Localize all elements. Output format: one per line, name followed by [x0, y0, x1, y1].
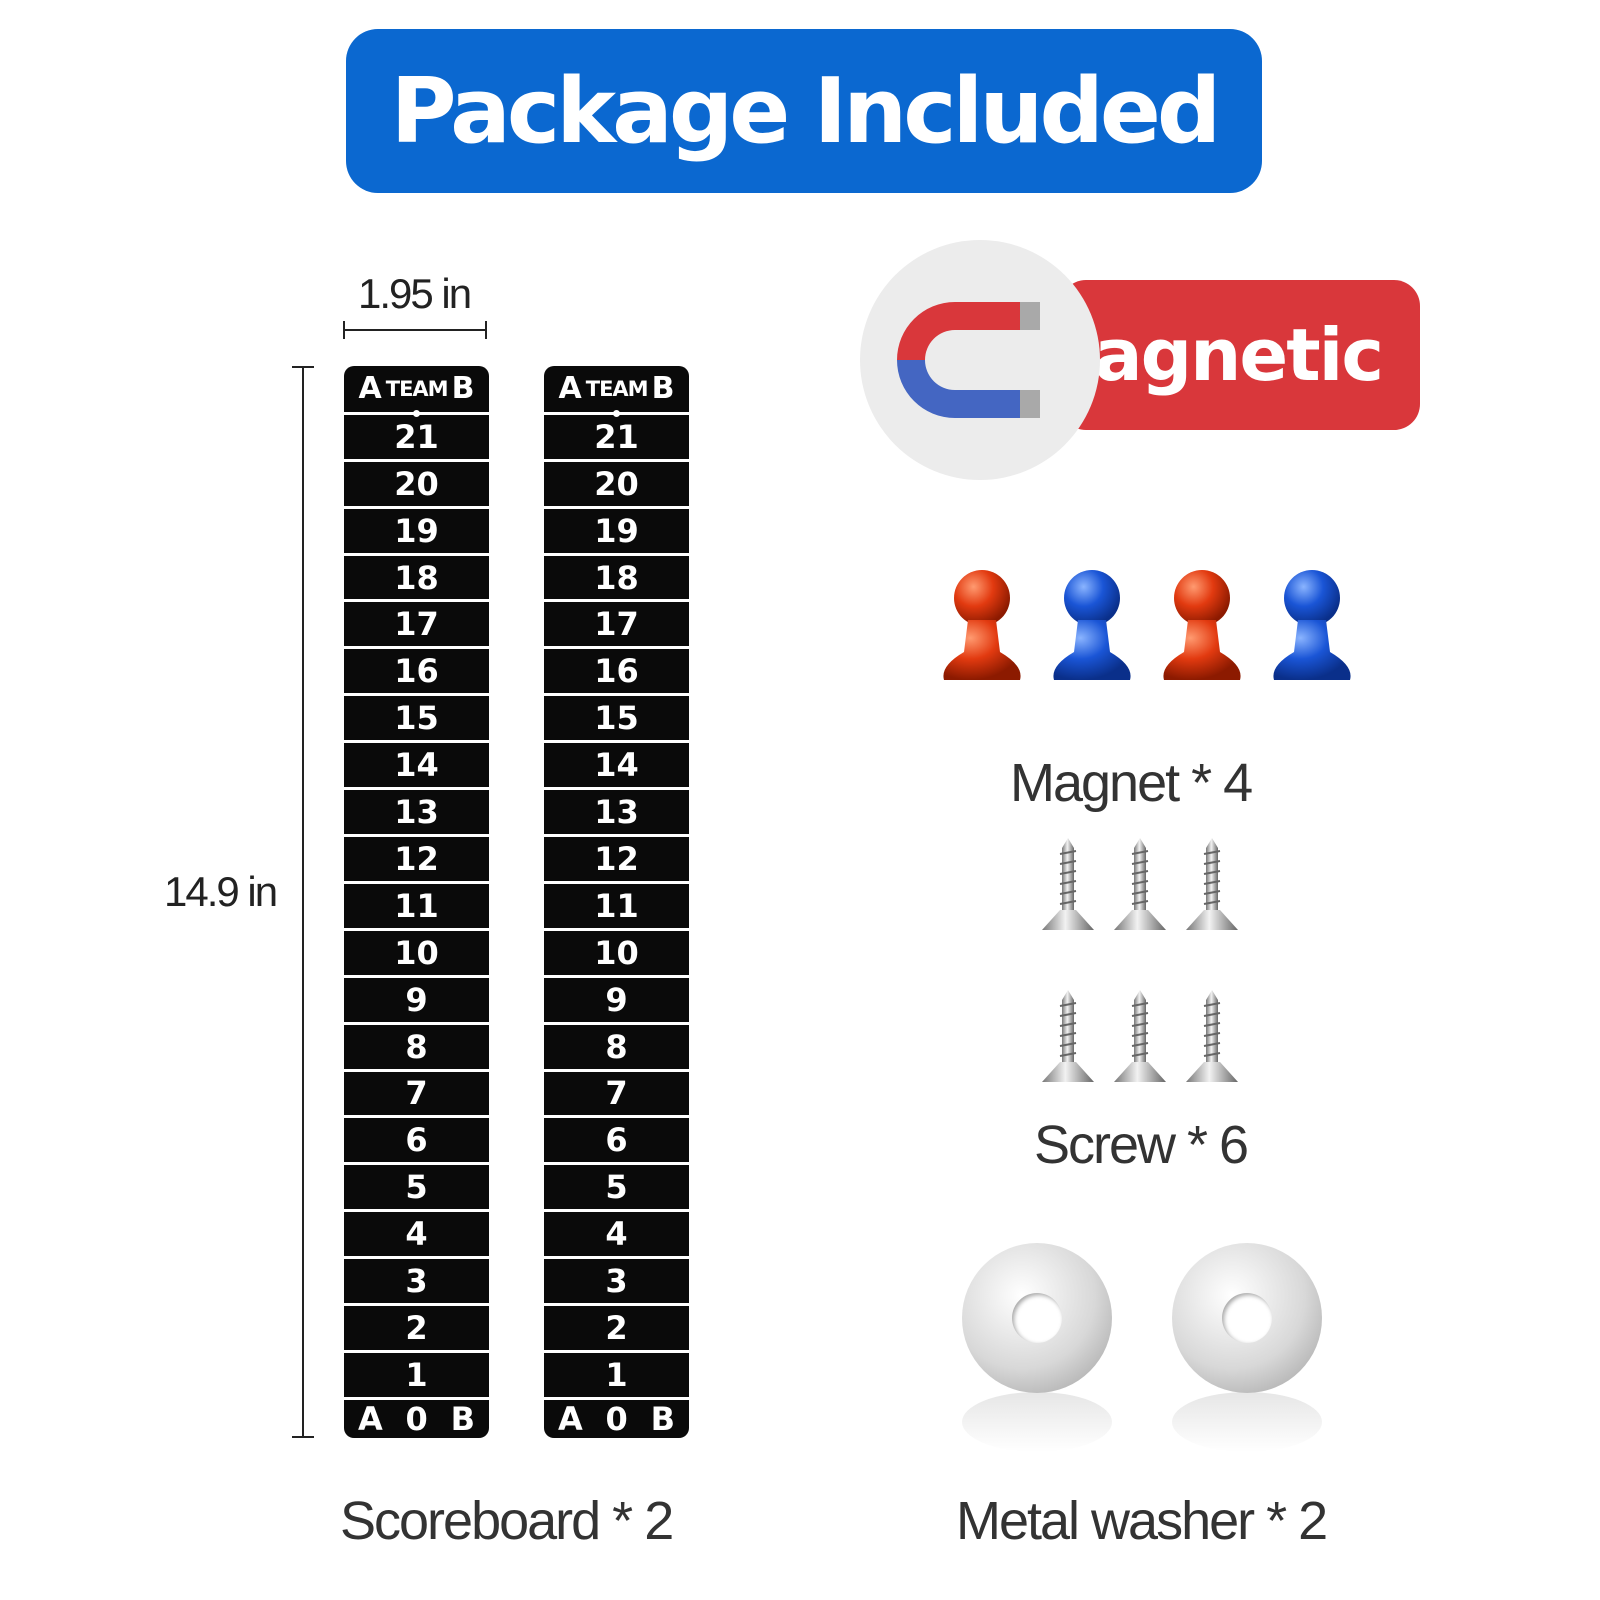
score-row: 1 — [544, 1353, 689, 1400]
footer-zero: 0 — [605, 1399, 628, 1438]
screw-icons-row-2 — [1042, 990, 1238, 1082]
score-row: 8 — [344, 1025, 489, 1072]
magnet-icon-circle — [860, 240, 1100, 480]
screw-icons-row-1 — [1042, 838, 1238, 930]
score-row: 10 — [344, 931, 489, 978]
score-row: 16 — [344, 649, 489, 697]
score-row: 20 — [344, 462, 489, 509]
header-dot — [613, 409, 620, 417]
score-row: 16 — [544, 649, 689, 697]
width-dimension-tick-left — [343, 321, 345, 339]
height-dimension-label: 14.9 in — [164, 868, 278, 915]
score-row: 10 — [544, 931, 689, 978]
magnetic-badge: Magnetic — [1024, 280, 1420, 430]
package-included-banner: Package Included — [346, 29, 1262, 193]
score-row: 20 — [544, 462, 689, 509]
metal-washer-1 — [962, 1243, 1112, 1393]
score-row: 9 — [344, 978, 489, 1025]
width-dimension-label: 1.95 in — [358, 270, 472, 317]
header-team-label: TEAM — [385, 376, 449, 401]
footer-team-b: B — [450, 1399, 475, 1438]
score-row: 9 — [544, 978, 689, 1025]
score-row: 5 — [344, 1165, 489, 1213]
washer-reflection-1 — [962, 1392, 1112, 1452]
score-row: 19 — [544, 509, 689, 556]
header-team-label: TEAM — [585, 376, 649, 401]
scoreboard-caption: Scoreboard * 2 — [340, 1491, 674, 1551]
score-row: 1 — [344, 1353, 489, 1400]
height-dimension-tick-bottom — [292, 1436, 314, 1438]
score-row: 7 — [544, 1072, 689, 1119]
score-row: 13 — [544, 790, 689, 837]
header-team-b: B — [651, 371, 675, 407]
score-row: 5 — [544, 1165, 689, 1213]
score-row: 2 — [544, 1306, 689, 1353]
horseshoe-magnet-icon — [897, 302, 1040, 418]
washer-hole — [1012, 1293, 1062, 1343]
score-row: 7 — [344, 1072, 489, 1119]
score-row: 15 — [544, 696, 689, 744]
metal-washer-2 — [1172, 1243, 1322, 1393]
score-row: 12 — [344, 837, 489, 884]
width-dimension-line — [343, 329, 487, 331]
score-row: 17 — [344, 602, 489, 650]
washer-reflection-2 — [1172, 1392, 1322, 1452]
height-dimension-tick-top — [292, 366, 314, 368]
score-row: 21 — [344, 415, 489, 462]
score-row: 8 — [544, 1025, 689, 1072]
header-dot — [413, 409, 420, 417]
push-pin-magnets — [940, 570, 1360, 715]
push-pin-magnets-illustration — [943, 570, 1351, 680]
score-row: 13 — [344, 790, 489, 837]
score-row: 11 — [344, 884, 489, 931]
score-row: 14 — [544, 743, 689, 791]
score-row: 11 — [544, 884, 689, 931]
magnet-caption: Magnet * 4 — [1010, 753, 1253, 813]
score-row: 18 — [344, 556, 489, 603]
score-row: 12 — [544, 837, 689, 884]
score-row: 3 — [544, 1259, 689, 1307]
score-row: 21 — [544, 415, 689, 462]
screws-top-row — [1040, 838, 1240, 943]
score-row: 4 — [344, 1212, 489, 1260]
score-row: 6 — [344, 1118, 489, 1166]
footer-team-b: B — [650, 1399, 675, 1438]
header-team-a: A — [358, 371, 382, 407]
score-row: 6 — [544, 1118, 689, 1166]
width-dimension-tick-right — [485, 321, 487, 339]
washer-caption: Metal washer * 2 — [956, 1491, 1328, 1551]
score-row: 14 — [344, 743, 489, 791]
score-row: 2 — [344, 1306, 489, 1353]
header-team-b: B — [451, 371, 475, 407]
banner-title: Package Included — [390, 58, 1222, 164]
header-team-a: A — [558, 371, 582, 407]
washer-hole — [1222, 1293, 1272, 1343]
score-row: 19 — [344, 509, 489, 556]
screws-bottom-row — [1040, 990, 1240, 1095]
footer-team-a: A — [358, 1399, 383, 1438]
height-dimension-line — [302, 366, 304, 1438]
footer-team-a: A — [558, 1399, 583, 1438]
score-row: 17 — [544, 602, 689, 650]
footer-zero: 0 — [405, 1399, 428, 1438]
screw-caption: Screw * 6 — [1034, 1115, 1249, 1175]
score-row: 3 — [344, 1259, 489, 1307]
score-row: 4 — [544, 1212, 689, 1260]
score-row: 15 — [344, 696, 489, 744]
score-row: 18 — [544, 556, 689, 603]
